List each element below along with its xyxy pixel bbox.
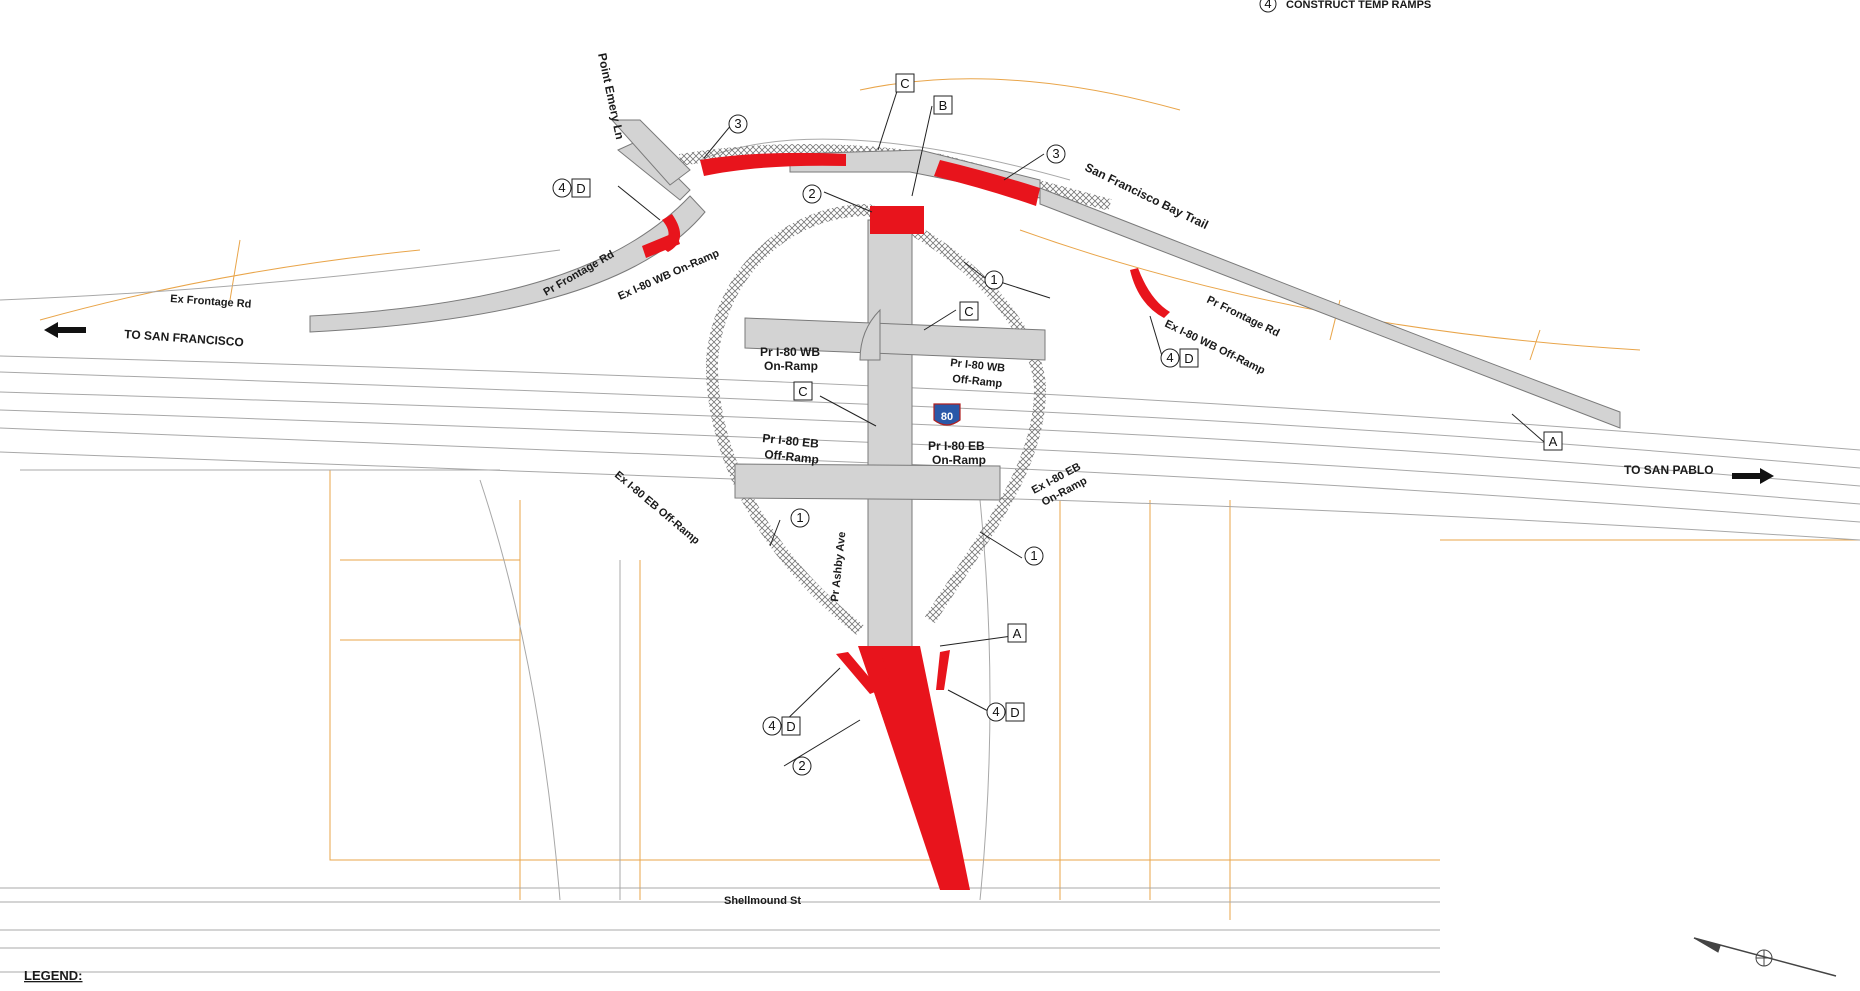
label-pr-eb-on-2: On-Ramp — [932, 453, 986, 467]
callout-1-left: 1 — [790, 508, 810, 528]
callout-b-top: B — [933, 95, 953, 115]
callout-a-right: A — [1543, 431, 1563, 451]
i80-shield-icon: 80 — [933, 403, 961, 426]
svg-text:2: 2 — [798, 758, 805, 773]
svg-text:1: 1 — [990, 272, 997, 287]
svg-text:4: 4 — [558, 180, 565, 195]
label-pr-ashby: Pr Ashby Ave — [829, 531, 848, 602]
svg-text:B: B — [939, 98, 948, 113]
callout-2-top: 2 — [802, 184, 822, 204]
callout-c-mid: C — [959, 301, 979, 321]
callout-3-right: 3 — [1046, 144, 1066, 164]
svg-text:3: 3 — [734, 116, 741, 131]
header-note-number: 4 — [1264, 0, 1271, 11]
label-to-sf: TO SAN FRANCISCO — [124, 327, 244, 349]
header-note: 4 CONSTRUCT TEMP RAMPS — [1259, 0, 1431, 13]
freeway-lines — [0, 138, 1860, 973]
svg-text:D: D — [786, 719, 795, 734]
label-shellmound: Shellmound St — [724, 895, 801, 907]
svg-text:A: A — [1013, 626, 1022, 641]
label-pr-wb-on-2: On-Ramp — [764, 359, 818, 373]
callout-c-left: C — [793, 381, 813, 401]
svg-text:2: 2 — [808, 186, 815, 201]
svg-text:4: 4 — [768, 718, 775, 733]
label-ex-eb-off: Ex I-80 EB Off-Ramp — [612, 469, 702, 547]
label-pr-wb-off-2: Off-Ramp — [952, 373, 1003, 390]
label-pr-eb-off-2: Off-Ramp — [764, 447, 820, 467]
direction-arrows — [44, 322, 1774, 484]
legend-title: LEGEND: — [24, 968, 83, 983]
callout-a-bottom: A — [1007, 623, 1027, 643]
label-pr-wb-off-1: Pr I-80 WB — [950, 357, 1006, 375]
svg-text:C: C — [798, 384, 807, 399]
label-pr-wb-on-1: Pr I-80 WB — [760, 345, 820, 359]
construction-areas — [642, 152, 1170, 890]
svg-text:3: 3 — [1052, 146, 1059, 161]
circle-callouts: 3 3 2 1 1 1 2 — [728, 114, 1066, 776]
svg-text:1: 1 — [1030, 548, 1037, 563]
svg-text:1: 1 — [796, 510, 803, 525]
svg-text:4: 4 — [992, 704, 999, 719]
combo-callouts: 4 D 4 D 4 D 4 D — [552, 178, 1199, 736]
label-point-emery: Point Emery Ln — [595, 52, 627, 141]
square-callouts: C B C C A A — [793, 73, 1563, 643]
header-note-text: CONSTRUCT TEMP RAMPS — [1286, 0, 1431, 11]
callout-3-left: 3 — [728, 114, 748, 134]
svg-text:A: A — [1549, 434, 1558, 449]
label-ex-frontage: Ex Frontage Rd — [170, 293, 252, 311]
callout-c-top: C — [895, 73, 915, 93]
callout-4d-sw: 4 D — [762, 716, 801, 736]
svg-text:D: D — [1184, 351, 1193, 366]
callout-4d-ne: 4 D — [1160, 348, 1199, 368]
label-pr-eb-off-1: Pr I-80 EB — [762, 431, 820, 451]
callout-1-top: 1 — [984, 270, 1004, 290]
callout-4d-se: 4 D — [986, 702, 1025, 722]
label-to-sp: TO SAN PABLO — [1624, 463, 1714, 477]
svg-text:C: C — [964, 304, 973, 319]
svg-text:4: 4 — [1166, 350, 1173, 365]
callout-1-right: 1 — [1024, 546, 1044, 566]
leader-lines — [617, 81, 1545, 767]
label-pr-eb-on-1: Pr I-80 EB — [928, 439, 985, 453]
north-arrow — [1693, 937, 1837, 977]
svg-text:C: C — [900, 76, 909, 91]
svg-text:D: D — [1010, 705, 1019, 720]
callout-4d-nw: 4 D — [552, 178, 591, 198]
callout-2-bottom: 2 — [792, 756, 812, 776]
shield-number: 80 — [941, 411, 953, 423]
svg-text:D: D — [576, 181, 585, 196]
proposed-roads — [309, 119, 1621, 681]
